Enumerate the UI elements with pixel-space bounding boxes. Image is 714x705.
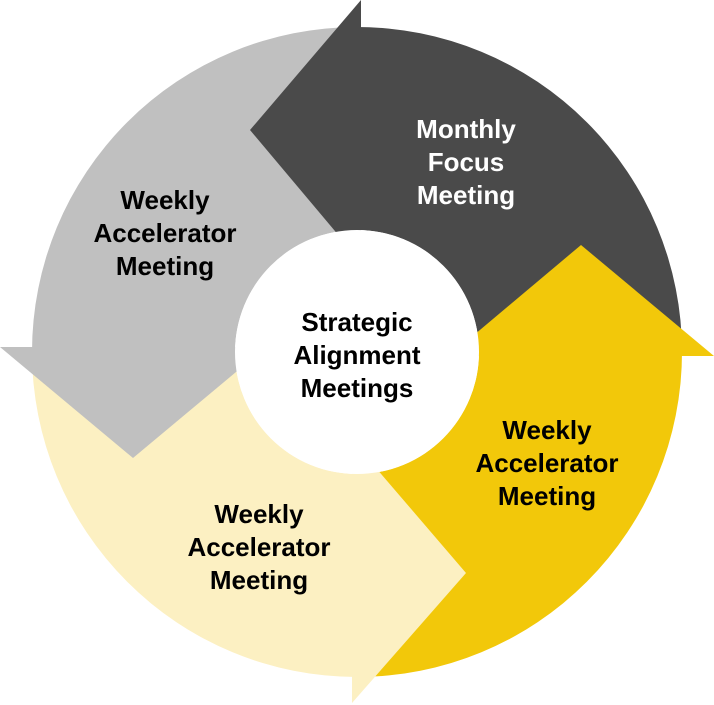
label-line: Meeting (115, 251, 215, 281)
weekly-right-label: Weekly Accelerator Meeting (475, 414, 618, 513)
label-line: Focus (427, 147, 505, 177)
segment-monthly-arrowhead (250, 0, 361, 262)
label-line: Accelerator (187, 532, 331, 562)
label-line: Weekly (214, 499, 304, 529)
label-line: Meeting (209, 565, 309, 595)
segment-weekly-right-arrowhead (449, 245, 714, 356)
segment-weekly-left-arrowhead (0, 347, 266, 458)
weekly-bottom-label: Weekly Accelerator Meeting (187, 498, 330, 597)
label-line: Meeting (416, 180, 516, 210)
center-label: Strategic Alignment Meetings (293, 306, 420, 405)
label-line: Weekly (120, 185, 210, 215)
label-line: Monthly (416, 114, 516, 144)
center-line: Alignment (293, 340, 421, 370)
center-line: Meetings (300, 373, 414, 403)
center-circle (235, 230, 479, 474)
label-line: Weekly (502, 415, 592, 445)
segment-weekly-bottom-arrowhead (352, 440, 466, 703)
weekly-left-label: Weekly Accelerator Meeting (93, 184, 236, 283)
label-line: Accelerator (475, 448, 619, 478)
center-line: Strategic (301, 307, 413, 337)
label-line: Meeting (497, 481, 597, 511)
monthly-focus-label: Monthly Focus Meeting (416, 113, 516, 212)
label-line: Accelerator (93, 218, 237, 248)
